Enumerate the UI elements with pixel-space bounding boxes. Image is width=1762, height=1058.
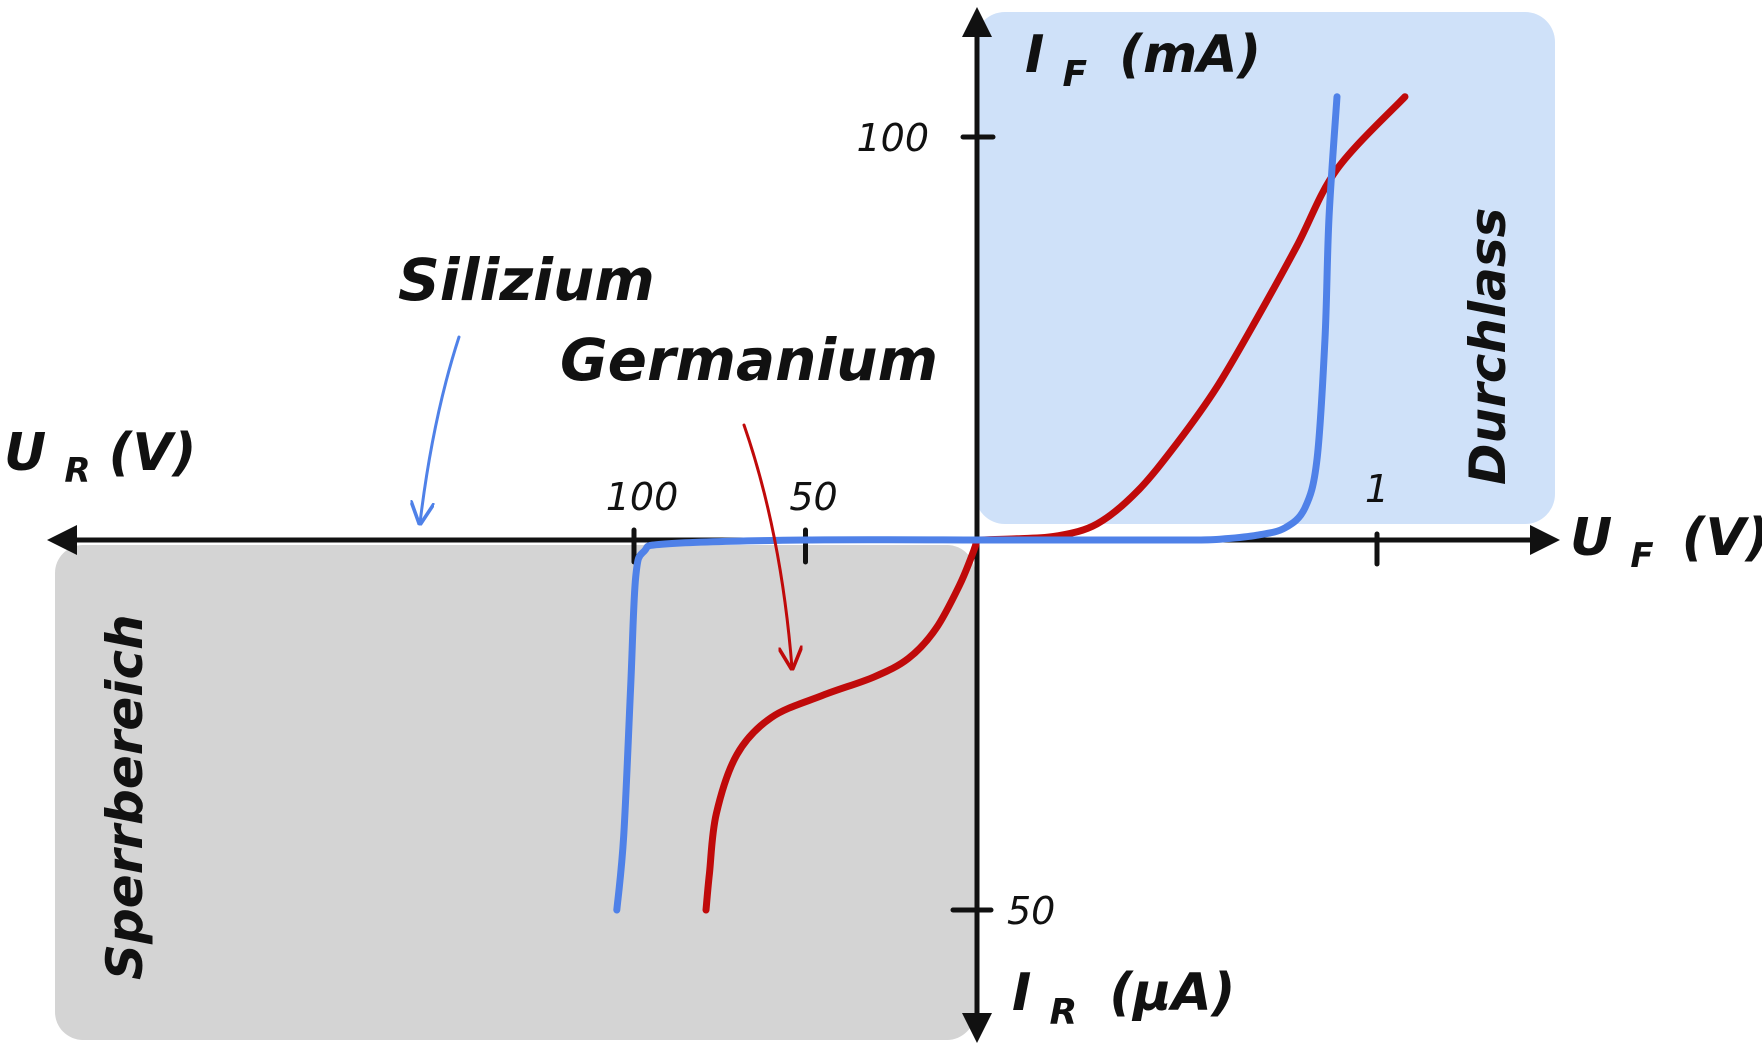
reverse-x-axis-label: U R (V) — [4, 423, 196, 495]
reverse-y-label-main: I — [1012, 963, 1031, 1023]
tick-label-forward-y-100: 100 — [856, 116, 929, 160]
forward-y-label-sub: F — [1062, 54, 1087, 95]
silizium-pointer-arrow — [420, 335, 461, 523]
tick-label-reverse-x-50: 50 — [789, 475, 837, 519]
forward-y-axis-label: I F (mA) — [1025, 25, 1261, 99]
forward-x-label-main: U — [1570, 508, 1612, 568]
forward-region-label: Durchlass — [1459, 208, 1517, 485]
reverse-y-axis-label: I R (μA) — [1012, 963, 1235, 1037]
silizium-series-label: Silizium — [398, 246, 655, 314]
reverse-region-label: Sperrbereich — [96, 614, 154, 980]
forward-y-label-unit: (mA) — [1119, 25, 1261, 85]
silizium-forward-curve — [973, 93, 1341, 544]
germanium-pointer-arrow — [742, 423, 792, 668]
reverse-y-label-sub: R — [1049, 992, 1077, 1033]
germanium-series-label: Germanium — [560, 326, 938, 394]
forward-region-background — [975, 12, 1555, 524]
tick-label-reverse-y-50: 50 — [1007, 889, 1055, 933]
forward-x-label-sub: F — [1630, 536, 1653, 576]
tick-marks — [631, 134, 1380, 913]
forward-x-axis-label: U F (V) — [1570, 508, 1762, 580]
forward-y-label-main: I — [1025, 25, 1044, 85]
silizium-reverse-curve — [613, 536, 981, 914]
reverse-region-background — [55, 545, 975, 1040]
forward-x-label-unit: (V) — [1682, 508, 1762, 568]
reverse-x-label-sub: R — [64, 451, 90, 491]
reverse-x-label-main: U — [4, 423, 46, 483]
tick-label-forward-x-1: 1 — [1365, 467, 1389, 511]
tick-label-reverse-x-100: 100 — [606, 475, 679, 519]
germanium-reverse-curve — [702, 536, 981, 914]
reverse-y-label-unit: (μA) — [1109, 963, 1235, 1023]
reverse-x-label-unit: (V) — [109, 423, 197, 483]
